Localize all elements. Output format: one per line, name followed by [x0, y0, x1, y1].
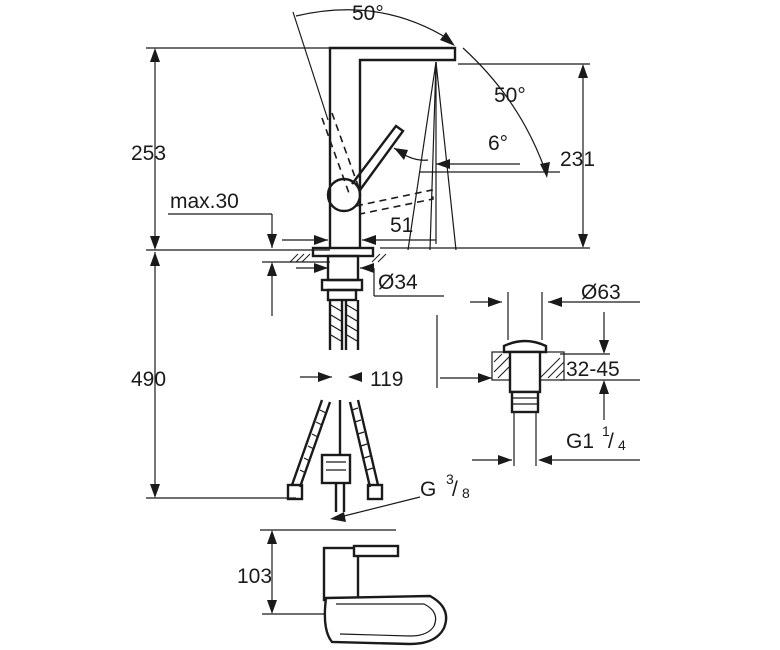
faucet-plan-view — [260, 529, 448, 646]
waste-thread-label: G1 1 / 4 — [566, 423, 626, 453]
hose-length-label: 490 — [131, 368, 166, 391]
basin-thickness-label: 32-45 — [566, 358, 620, 381]
plan-height-label: 103 — [237, 565, 272, 588]
hose-connection-label: G 3 / 8 — [420, 471, 470, 501]
svg-text:G1: G1 — [566, 430, 594, 453]
svg-text:8: 8 — [462, 485, 470, 501]
angle-swivel-label: 50° — [352, 2, 384, 25]
angle-tilt-label: 6° — [488, 132, 508, 155]
deck-thickness-label: max.30 — [170, 190, 239, 213]
svg-text:/: / — [452, 478, 458, 501]
base-diameter-label: Ø34 — [378, 271, 418, 294]
dimension-lines — [146, 9, 590, 522]
svg-text:4: 4 — [618, 437, 626, 453]
waste-diameter-label: Ø63 — [581, 281, 621, 304]
dimension-labels: 50° 50° 6° 253 231 max.30 51 Ø34 490 119… — [131, 2, 626, 588]
svg-text:1: 1 — [602, 423, 610, 439]
svg-text:G: G — [420, 478, 436, 501]
spout-height-label: 231 — [560, 148, 595, 171]
svg-text:3: 3 — [446, 471, 454, 487]
reach-label: 51 — [390, 214, 413, 237]
svg-text:/: / — [608, 430, 614, 453]
supply-hoses — [286, 300, 384, 512]
height-total-label: 253 — [131, 142, 166, 165]
waste-valve — [436, 292, 640, 466]
hole-spacing-label: 119 — [370, 368, 403, 391]
angle-lever-label: 50° — [494, 84, 526, 107]
